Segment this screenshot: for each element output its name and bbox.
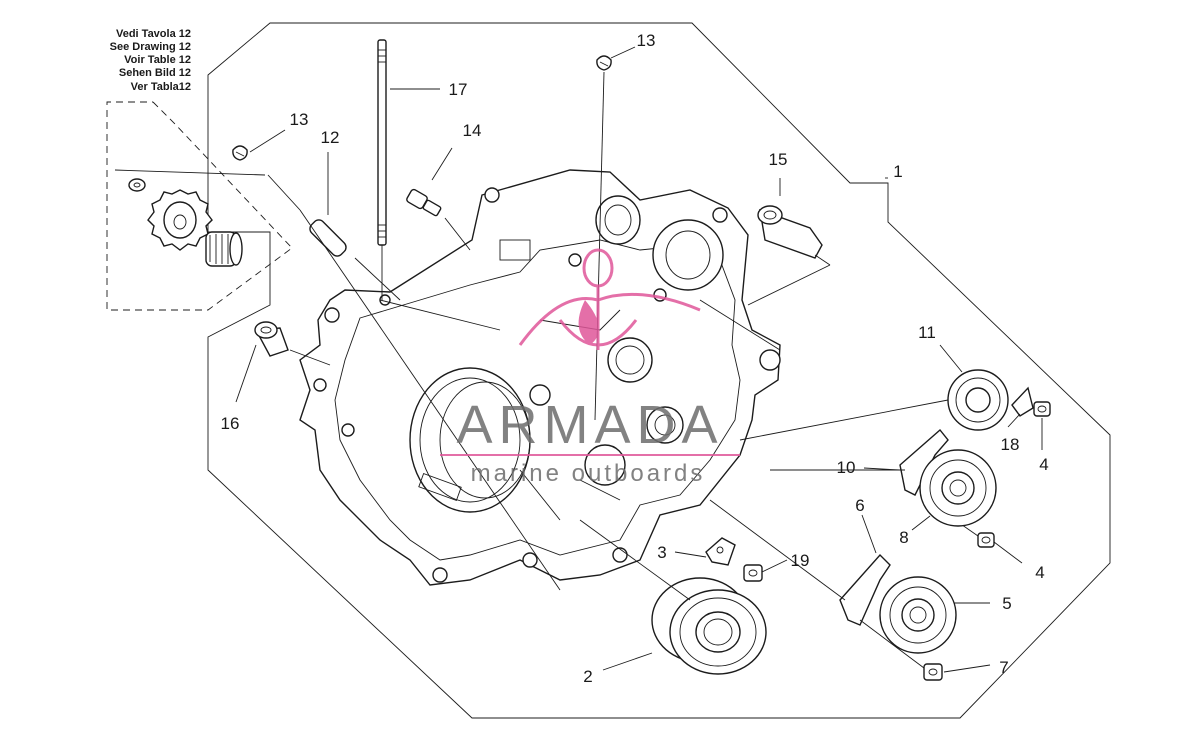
reference-dashed-frame <box>106 101 293 311</box>
callout-18: 18 <box>1001 435 1020 454</box>
part-13-clip-top <box>594 55 612 421</box>
reference-line: Voir Table 12 <box>124 54 191 66</box>
part-14-sensor <box>406 188 471 251</box>
callout-7: 7 <box>999 658 1008 677</box>
callout-17: 17 <box>449 80 468 99</box>
part-15-bushing <box>747 205 831 306</box>
reference-line: Vedi Tavola 12 <box>116 28 191 40</box>
part-7-screw <box>859 619 943 681</box>
reference-needle-bearing <box>205 231 243 267</box>
callout-1: 1 <box>893 162 902 181</box>
crank-bearing-seat <box>595 195 641 245</box>
callout-19: 19 <box>791 551 810 570</box>
callout-5: 5 <box>1002 594 1011 613</box>
callout-8: 8 <box>899 528 908 547</box>
part-12-dowel <box>309 152 401 301</box>
callout-12: 12 <box>321 128 340 147</box>
part-8-bearing <box>919 449 997 527</box>
callout-13-left: 13 <box>290 110 309 129</box>
callout-11: 11 <box>918 323 936 342</box>
watermark-anchor-logo <box>518 248 701 350</box>
callout-4-lower: 4 <box>1035 563 1044 582</box>
part-18-plate <box>1011 386 1034 417</box>
reference-gear-assembly <box>114 169 266 267</box>
reference-line: See Drawing 12 <box>110 41 191 53</box>
callout-6: 6 <box>855 496 864 515</box>
part-2-main-bearing <box>579 519 767 675</box>
callout-4-upper: 4 <box>1039 455 1048 474</box>
callout-10: 10 <box>837 458 856 477</box>
callout-15: 15 <box>769 150 788 169</box>
crankcase-half <box>299 169 781 586</box>
part-16-bushing <box>254 321 331 366</box>
assembly-boundary <box>207 22 1111 719</box>
reference-line: Ver Tabla12 <box>131 81 191 93</box>
reference-line: Sehen Bild 12 <box>119 67 191 79</box>
reference-note: Vedi Tavola 12 See Drawing 12 Voir Table… <box>110 28 191 93</box>
callout-leaders <box>235 46 1043 673</box>
watermark: ARMADA marine outboards <box>440 248 740 487</box>
part-17-stud <box>377 39 387 300</box>
part-4-screw-upper <box>1033 401 1051 417</box>
callout-3: 3 <box>657 543 666 562</box>
callout-13-top: 13 <box>637 31 656 50</box>
part-5-bearing <box>879 576 957 654</box>
callout-14: 14 <box>463 121 482 140</box>
watermark-tagline: marine outboards <box>471 460 706 487</box>
part-11-bearing <box>739 369 1009 441</box>
part-13-clip-left <box>232 145 248 161</box>
part-3-plate <box>705 537 736 566</box>
callouts: 1 2 3 4 4 5 6 7 8 10 11 12 13 13 14 15 1… <box>221 31 1049 686</box>
part-10-retainer <box>770 428 949 496</box>
part-19-screw <box>743 564 763 582</box>
part-6-retainer <box>709 499 891 626</box>
callout-16: 16 <box>221 414 240 433</box>
callout-2: 2 <box>583 667 592 686</box>
reference-sprocket <box>147 189 213 251</box>
watermark-brand: ARMADA <box>456 395 723 455</box>
